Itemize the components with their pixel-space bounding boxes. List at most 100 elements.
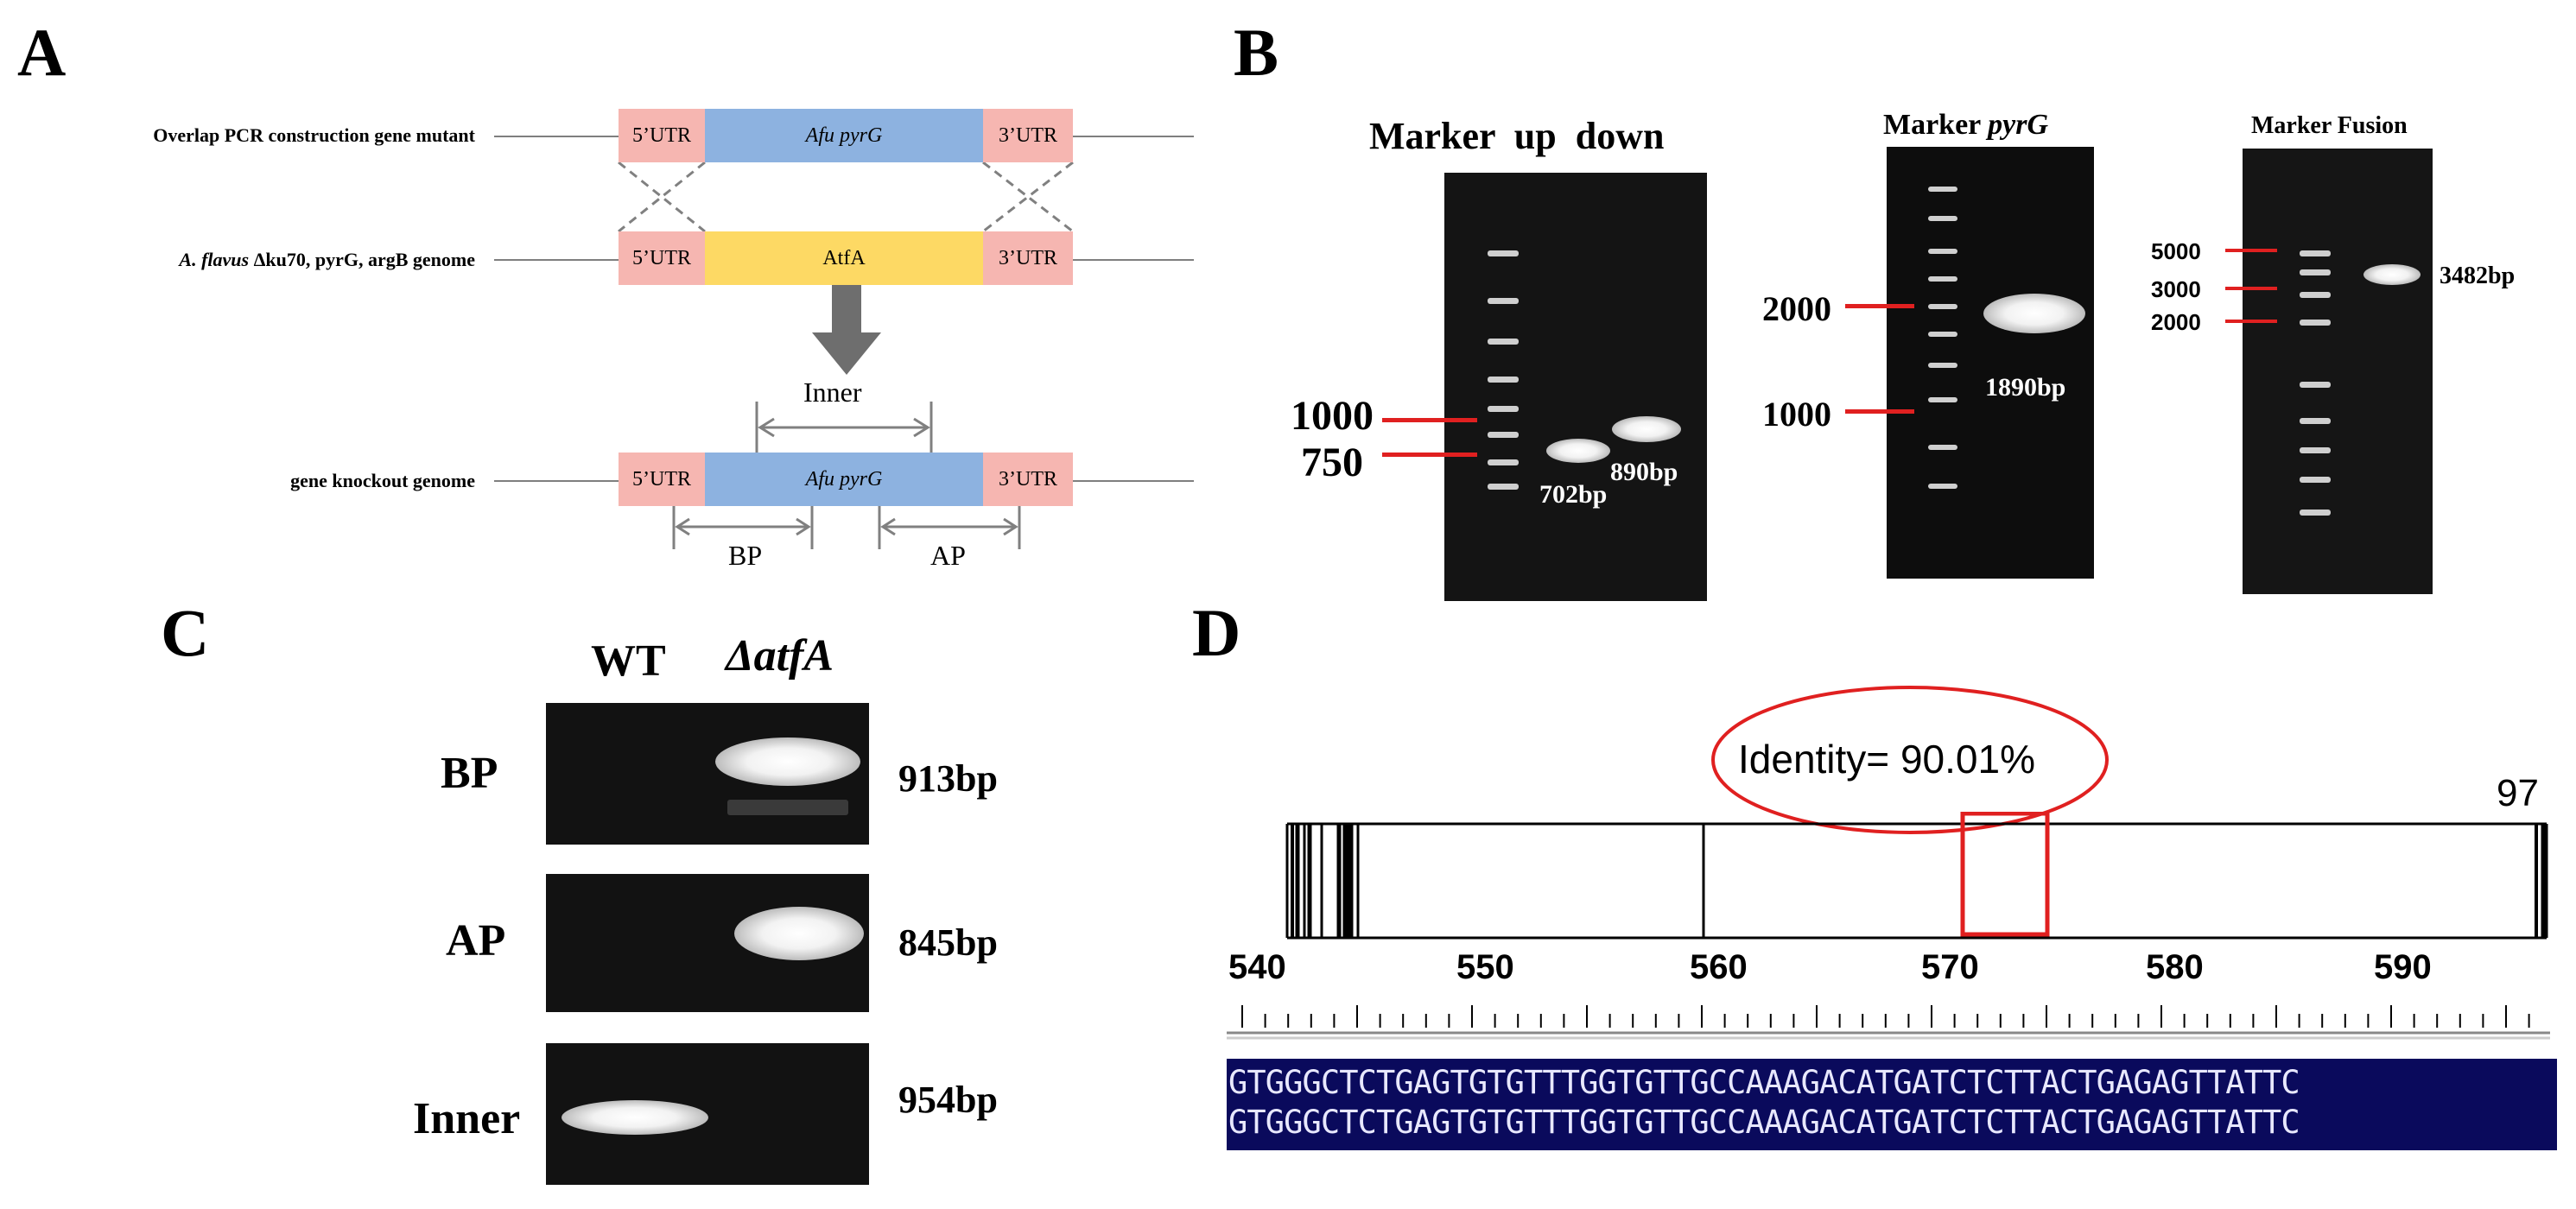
gel2-header-gene: pyrG bbox=[1988, 109, 2049, 141]
axis-tick-560: 560 bbox=[1690, 948, 1748, 986]
row2-utr5: 5’UTR bbox=[619, 231, 705, 285]
row1-line-left bbox=[494, 136, 619, 137]
alignment-track bbox=[1285, 812, 2548, 940]
ap-label: AP bbox=[930, 540, 966, 571]
gel1-ladder-1 bbox=[1488, 250, 1519, 256]
gel2-ladder-8 bbox=[1928, 397, 1957, 402]
down-arrow-icon bbox=[812, 285, 881, 375]
gel2-ladder-2 bbox=[1928, 216, 1957, 221]
gel-c-bp-smear bbox=[727, 800, 848, 815]
gel1-marker-1000: 1000 bbox=[1291, 393, 1374, 439]
gel2-header: Marker pyrG bbox=[1883, 109, 2048, 142]
gel1-ladder-8 bbox=[1488, 484, 1519, 490]
gel1-ladder-5 bbox=[1488, 406, 1519, 412]
row1-line-right bbox=[1073, 136, 1194, 137]
gel1-ladder-2 bbox=[1488, 298, 1519, 304]
crossover-lines bbox=[618, 162, 1074, 231]
row-bp-size: 913bp bbox=[898, 757, 998, 800]
row2-line-left bbox=[494, 259, 619, 261]
gel2-ladder-4 bbox=[1928, 276, 1957, 282]
gel3-band bbox=[2363, 264, 2421, 285]
gel2-ladder-10 bbox=[1928, 484, 1957, 489]
gel3-tick-5000 bbox=[2225, 249, 2277, 252]
row1-gene: Afu pyrG bbox=[705, 109, 983, 162]
gel-c-ap-band bbox=[734, 907, 864, 960]
col-wt: WT bbox=[591, 636, 666, 686]
gel-c-bp bbox=[546, 703, 869, 845]
gel1-header: Marker up down bbox=[1369, 115, 1665, 157]
gel3-ladder-9 bbox=[2300, 510, 2331, 516]
gel3-ladder-8 bbox=[2300, 477, 2331, 483]
row2-label-rest: Δku70, pyrG, argB genome bbox=[249, 249, 475, 270]
gel2-band bbox=[1983, 294, 2085, 333]
panel-c-letter: C bbox=[161, 595, 210, 670]
bp-label: BP bbox=[728, 540, 763, 571]
row2-line-right bbox=[1073, 259, 1194, 261]
row-inner-name: Inner bbox=[413, 1094, 521, 1143]
gel3-ladder-2 bbox=[2300, 269, 2331, 275]
gel1-band-up bbox=[1546, 439, 1610, 463]
gel1-band-down bbox=[1612, 416, 1681, 442]
gel-c-ap bbox=[546, 874, 869, 1012]
gel3-header: Marker Fusion bbox=[2251, 112, 2408, 139]
gel1-ladder-7 bbox=[1488, 459, 1519, 465]
gel1: 702bp 890bp bbox=[1444, 173, 1707, 601]
axis-tick-550: 550 bbox=[1456, 948, 1514, 986]
gel3-ladder-6 bbox=[2300, 418, 2331, 424]
col-mut: ΔatfA bbox=[726, 631, 834, 680]
identity-ellipse bbox=[1711, 686, 2109, 834]
ruler bbox=[1227, 1005, 2550, 1040]
gel2-marker-1000: 1000 bbox=[1762, 395, 1831, 434]
gel3-ladder-7 bbox=[2300, 447, 2331, 453]
gel3-ladder-4 bbox=[2300, 320, 2331, 326]
gel3-marker-5000: 5000 bbox=[2151, 238, 2201, 264]
row2-utr3: 3’UTR bbox=[983, 231, 1073, 285]
row-inner-size: 954bp bbox=[898, 1079, 998, 1121]
gel2-ladder-3 bbox=[1928, 249, 1957, 254]
gel2-ladder-6 bbox=[1928, 332, 1957, 337]
gel1-tick-1000 bbox=[1382, 418, 1477, 422]
gel1-band-down-label: 890bp bbox=[1610, 458, 1678, 486]
gel3-ladder-3 bbox=[2300, 292, 2331, 298]
identity-label: Identity= 90.01% bbox=[1738, 737, 2035, 782]
gel3-tick-2000 bbox=[2225, 320, 2277, 323]
row-bp-name: BP bbox=[441, 749, 498, 798]
row1-utr5: 5’UTR bbox=[619, 109, 705, 162]
gel3-marker-3000: 3000 bbox=[2151, 276, 2201, 302]
gel3-tick-3000 bbox=[2225, 287, 2277, 290]
gel3-band-label: 3482bp bbox=[2440, 263, 2516, 289]
gel1-ladder-3 bbox=[1488, 339, 1519, 345]
gel1-ladder-6 bbox=[1488, 432, 1519, 438]
gel3-ladder-1 bbox=[2300, 250, 2331, 256]
corner-number: 97 bbox=[2497, 772, 2539, 814]
row1-label: Overlap PCR construction gene mutant bbox=[153, 124, 475, 146]
sequence-row-2: GTGGGCTCTGAGTGTGTTTGGTGTTGCCAAAGACATGATC… bbox=[1228, 1104, 2300, 1141]
gel2-header-marker: Marker bbox=[1883, 109, 1989, 141]
axis-tick-580: 580 bbox=[2146, 948, 2204, 986]
gel1-ladder-4 bbox=[1488, 377, 1519, 383]
gel2-ladder-7 bbox=[1928, 363, 1957, 368]
gel2-ladder-1 bbox=[1928, 187, 1957, 192]
row-ap-name: AP bbox=[446, 916, 506, 965]
gel3-marker-2000: 2000 bbox=[2151, 309, 2201, 335]
gel1-tick-750 bbox=[1382, 453, 1477, 457]
row2-label-italic: A. flavus bbox=[179, 249, 250, 270]
sequence-box: GTGGGCTCTGAGTGTGTTTGGTGTTGCCAAAGACATGATC… bbox=[1227, 1059, 2557, 1150]
row2-gene: AtfA bbox=[705, 231, 983, 285]
axis-tick-540: 540 bbox=[1228, 948, 1286, 986]
panel-a-letter: A bbox=[17, 15, 67, 90]
gel3-ladder-5 bbox=[2300, 382, 2331, 388]
gel-c-inner-band bbox=[562, 1100, 708, 1135]
inner-double-arrow bbox=[755, 402, 933, 453]
row3-label: gene knockout genome bbox=[290, 470, 475, 491]
row3-line-right bbox=[1073, 480, 1194, 482]
row2-label: A. flavus Δku70, pyrG, argB genome bbox=[0, 249, 475, 271]
gel2-ladder-9 bbox=[1928, 445, 1957, 450]
panel-d-letter: D bbox=[1192, 595, 1241, 670]
gel2: 1890bp bbox=[1887, 147, 2094, 579]
gel1-marker-750: 750 bbox=[1301, 440, 1363, 485]
row3-utr5: 5’UTR bbox=[619, 453, 705, 506]
gel2-tick-1000 bbox=[1845, 409, 1914, 414]
row3-line-left bbox=[494, 480, 619, 482]
row3-gene: Afu pyrG bbox=[705, 453, 983, 506]
